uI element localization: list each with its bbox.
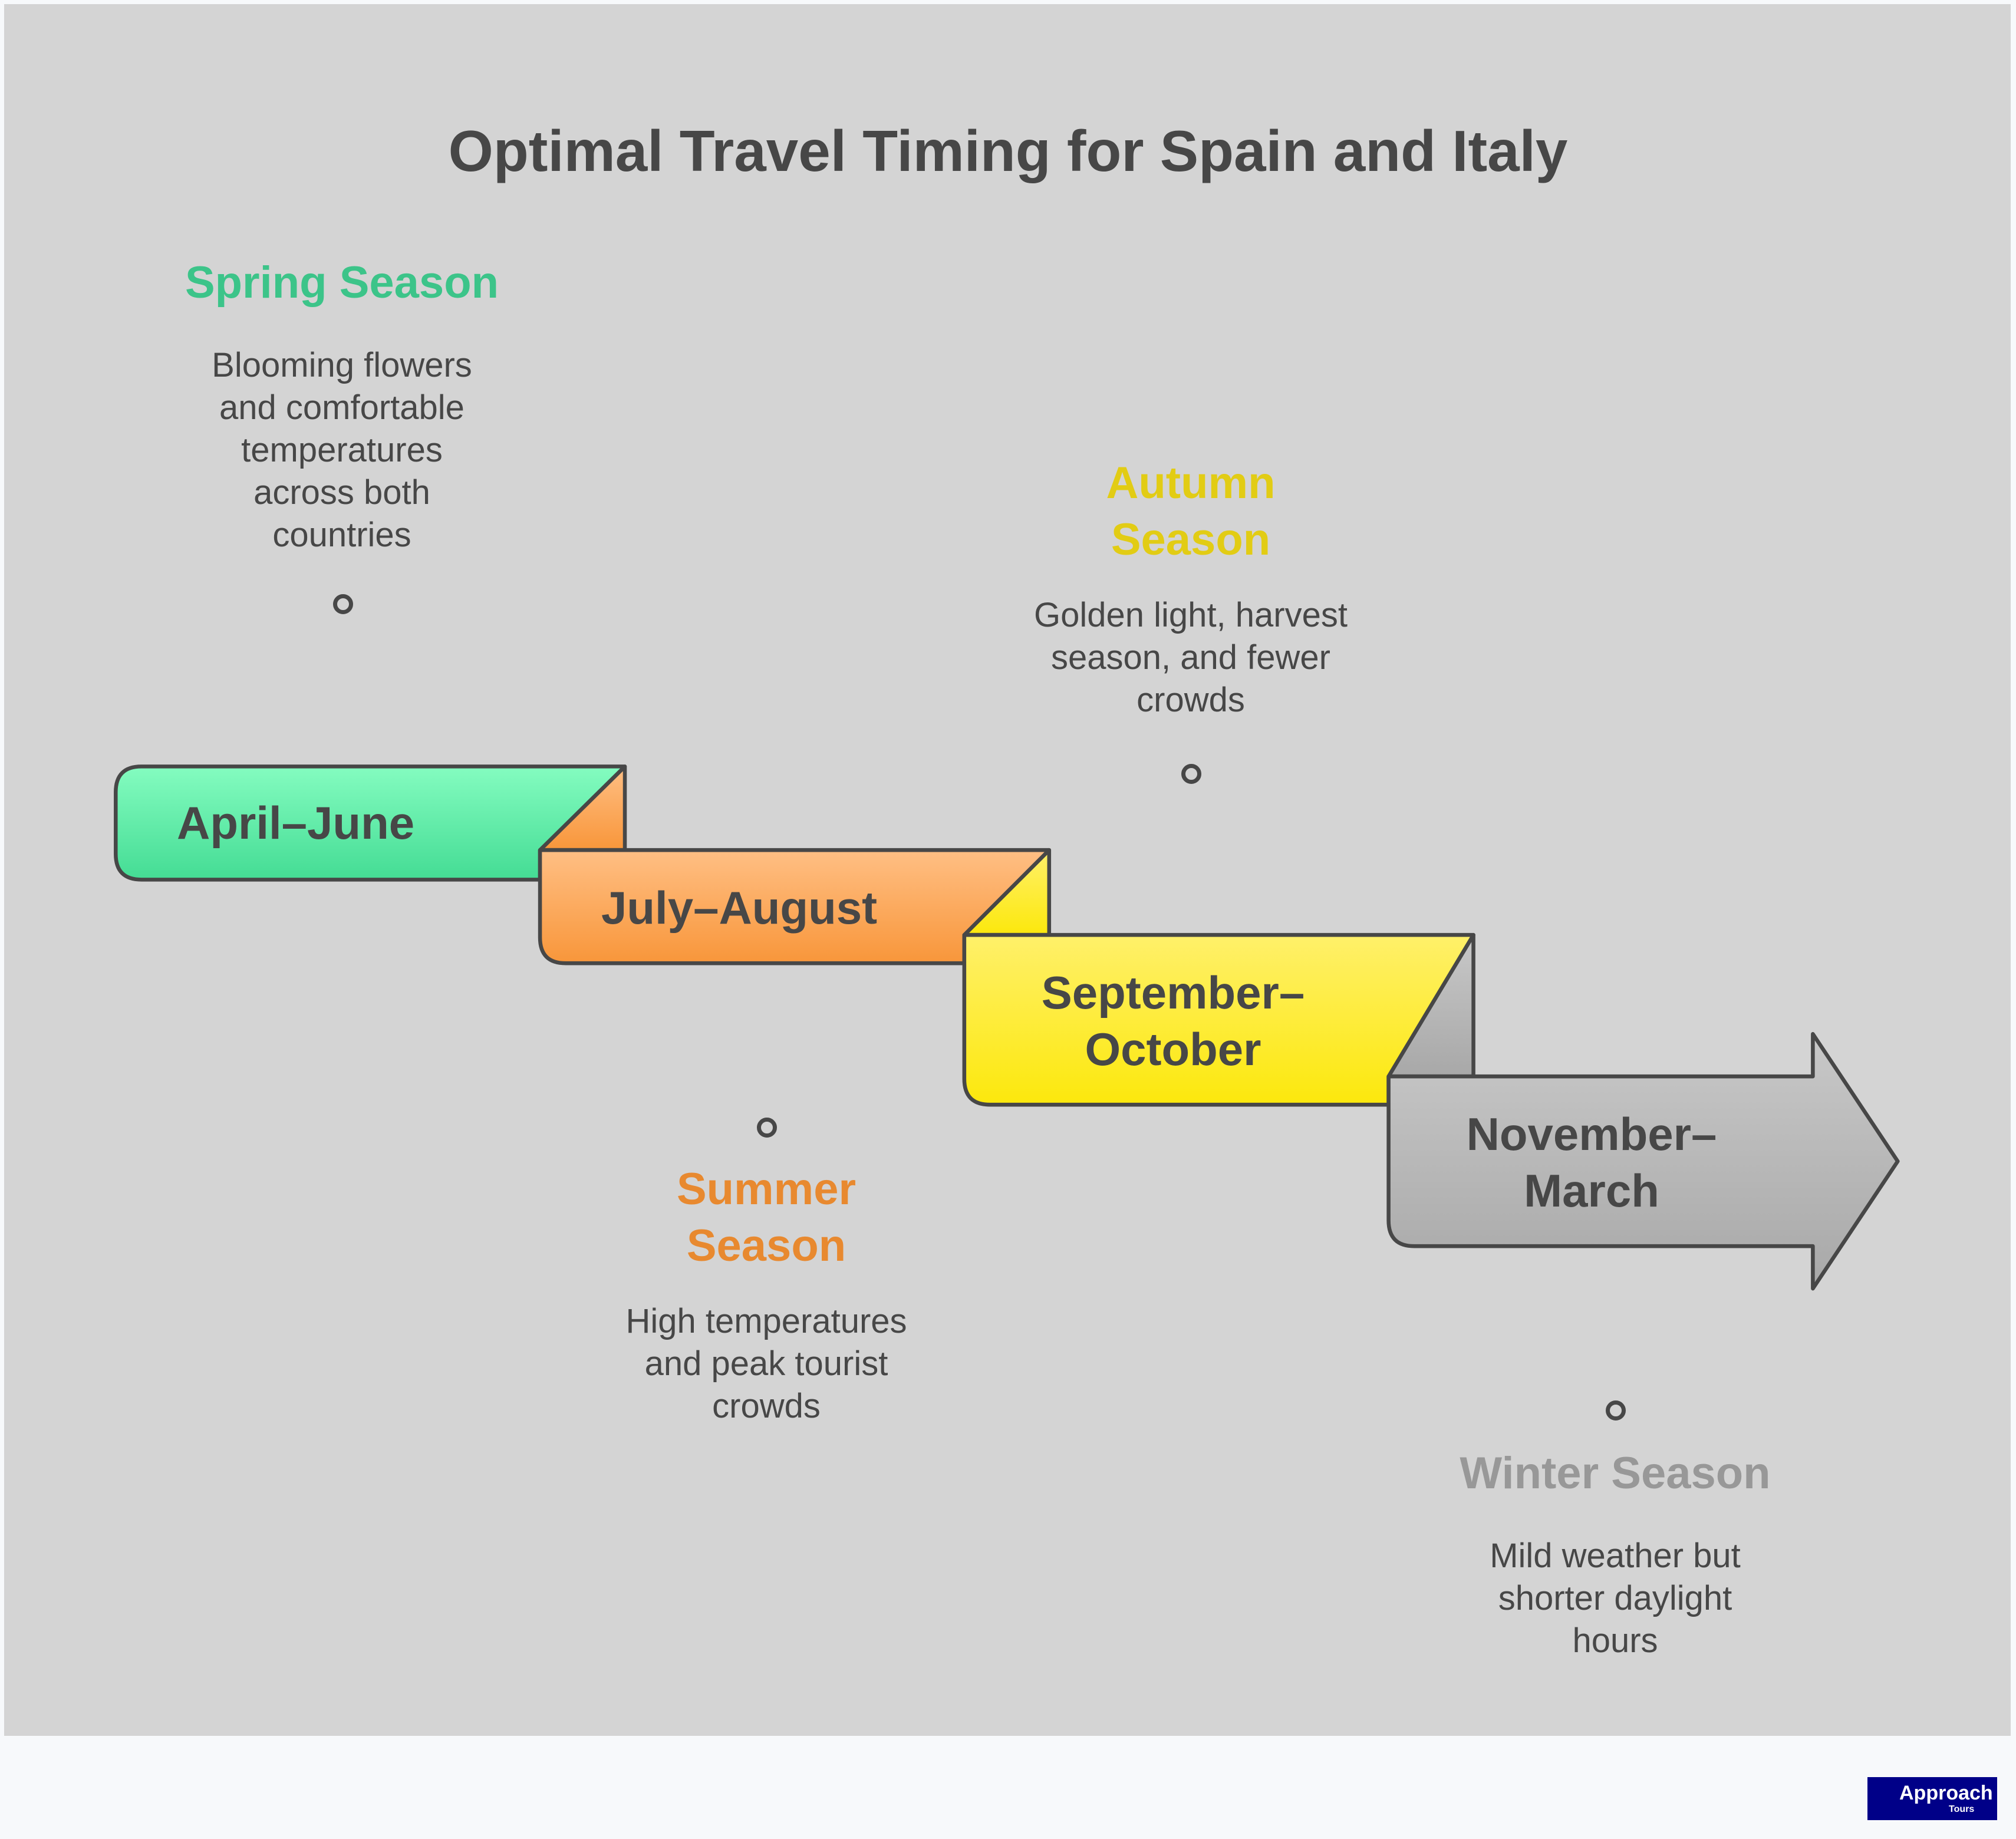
period-label-november-march: November– March: [1466, 1108, 1717, 1217]
winter-season-description: Mild weather but shorter daylight hours: [1490, 1537, 1741, 1660]
logo-subtext: Tours: [1949, 1804, 1975, 1814]
period-label-september-october: September– October: [1041, 967, 1305, 1075]
autumn-season-callout: Autumn Season Golden light, harvest seas…: [984, 455, 1397, 721]
summer-season-callout: Summer Season High temperatures and peak…: [560, 1161, 973, 1428]
approach-tours-logo: Approach Tours: [1867, 1777, 1997, 1820]
autumn-season-title: Autumn Season: [1106, 458, 1276, 565]
period-label-july-august: July–August: [601, 882, 878, 934]
winter-season-callout: Winter Season Mild weather but shorter d…: [1409, 1445, 1821, 1662]
spring-season-description: Blooming flowers and comfortable tempera…: [212, 346, 472, 554]
winter-season-title: Winter Season: [1460, 1448, 1771, 1498]
summer-season-title: Summer Season: [676, 1164, 857, 1271]
spring-season-callout: Spring Season Blooming flowers and comfo…: [136, 255, 548, 556]
page-title: Optimal Travel Timing for Spain and Ital…: [448, 118, 1568, 183]
summer-marker-dot-icon: [757, 1118, 777, 1138]
autumn-season-description: Golden light, harvest season, and fewer …: [1034, 596, 1348, 719]
spring-marker-dot-icon: [333, 594, 353, 614]
autumn-marker-dot-icon: [1181, 764, 1201, 784]
logo-text: Approach: [1899, 1782, 1993, 1804]
winter-marker-dot-icon: [1606, 1400, 1626, 1421]
period-label-april-june: April–June: [177, 797, 415, 849]
spring-season-title: Spring Season: [185, 258, 499, 308]
summer-season-description: High temperatures and peak tourist crowd…: [625, 1302, 907, 1425]
